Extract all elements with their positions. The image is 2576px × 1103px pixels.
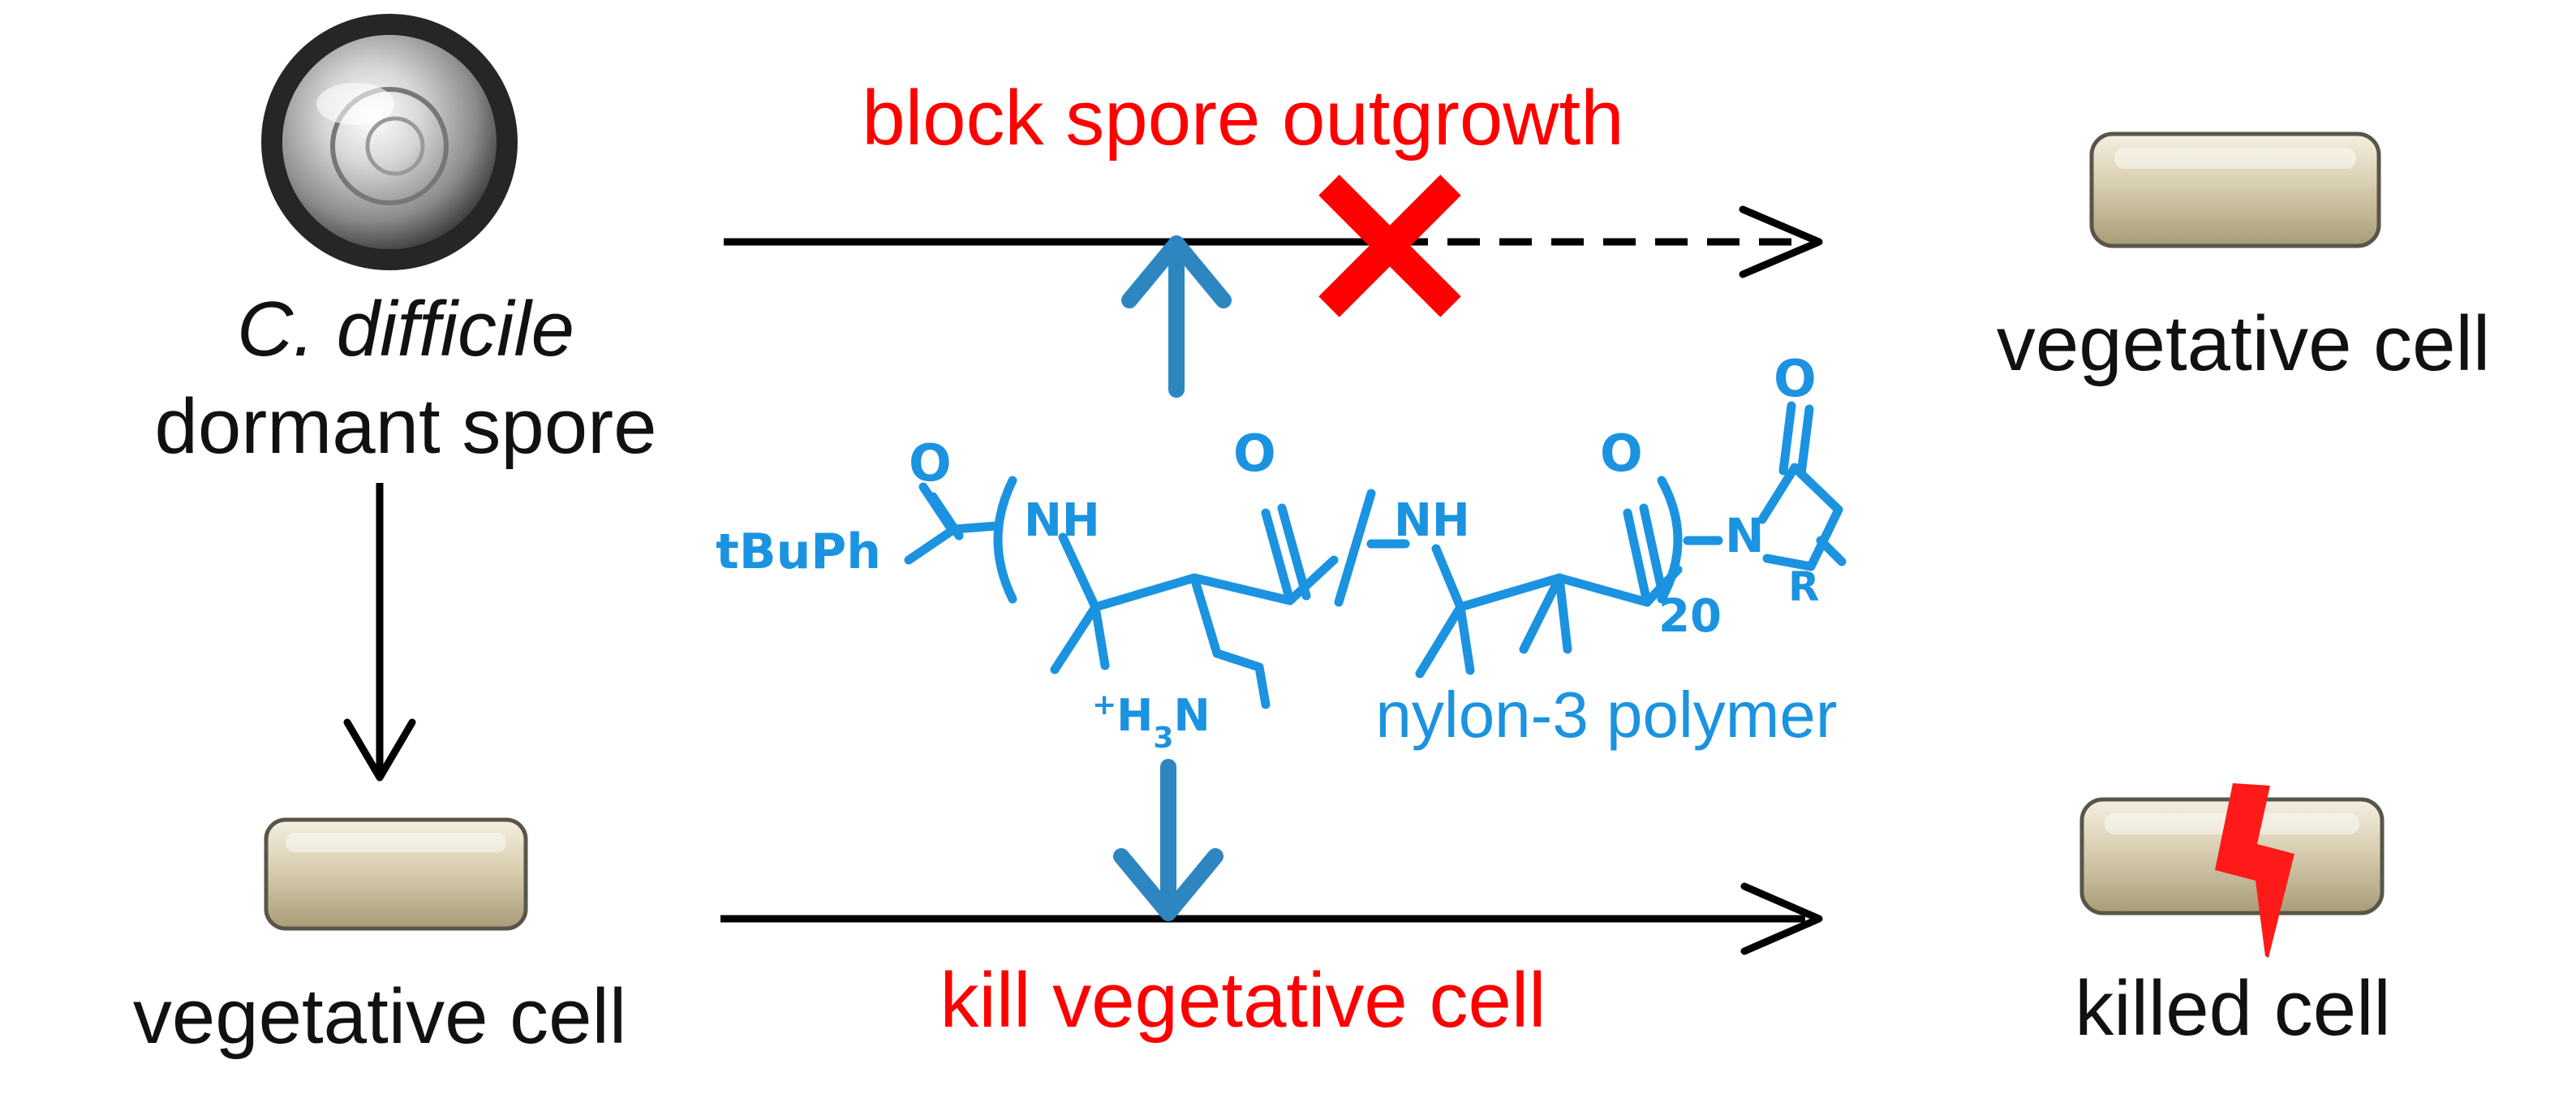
- vegetative-cell-bottom-left: [264, 817, 528, 931]
- top-action-label: block spore outgrowth: [862, 75, 1623, 162]
- polymer-bonds: [904, 401, 1847, 709]
- repeat-count-label: 20: [1658, 590, 1722, 643]
- ring-r-label: R: [1788, 563, 1820, 610]
- red-x-icon: [1318, 174, 1461, 317]
- vegetative-cell-top-right: [2089, 131, 2381, 248]
- ammonium-label: +H3N: [1092, 688, 1211, 755]
- spore-state-label: dormant spore: [155, 383, 657, 470]
- bottom-action-label: kill vegetative cell: [940, 957, 1546, 1044]
- polymer-structure: tBuPh O NH O NH O N O R 20 +H3N nylon-3 …: [716, 349, 1847, 755]
- bottom-arrow: [720, 882, 1823, 955]
- top-arrow: [724, 205, 1823, 278]
- carbonyl-o-2: O: [1233, 424, 1276, 483]
- polymer-arrow-down: [1113, 759, 1223, 921]
- spore-icon: [261, 14, 518, 270]
- organism-label: C. difficile: [237, 286, 574, 373]
- polymer-name-label: nylon-3 polymer: [1375, 679, 1837, 751]
- lightning-bolt-icon: [2215, 783, 2294, 958]
- carbonyl-o-1: O: [909, 433, 952, 493]
- end-group-label: tBuPh: [716, 523, 881, 580]
- top-right-cell-label: vegetative cell: [1997, 300, 2490, 387]
- polymer-arrow-up: [1121, 235, 1232, 398]
- amide-nh-2: NH: [1394, 494, 1470, 547]
- ring-n-label: N: [1725, 508, 1765, 563]
- carbonyl-o-4: O: [1774, 349, 1817, 408]
- left-down-arrow: [343, 483, 416, 782]
- carbonyl-o-3: O: [1600, 424, 1643, 483]
- bottom-left-cell-label: vegetative cell: [133, 973, 626, 1060]
- bottom-right-cell-label: killed cell: [2075, 965, 2390, 1052]
- amide-nh-1: NH: [1024, 494, 1100, 547]
